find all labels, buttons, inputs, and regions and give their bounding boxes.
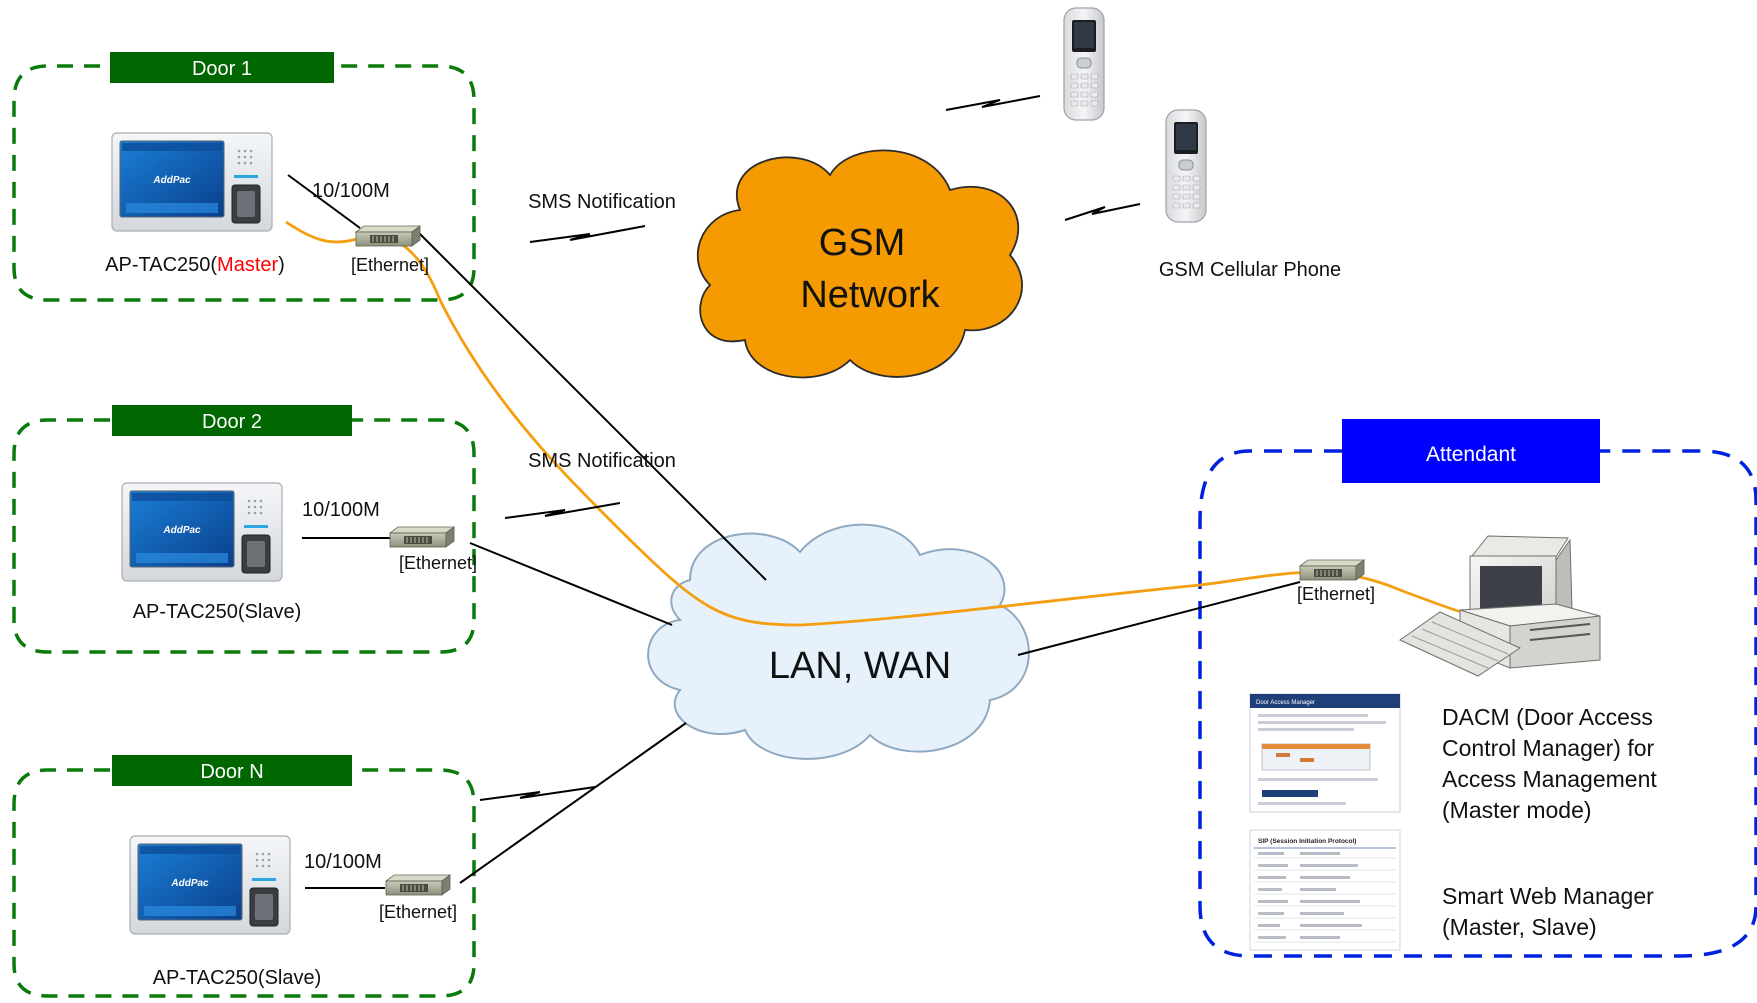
- wired-links: [287, 174, 1301, 889]
- door-2-label-box: [112, 405, 352, 436]
- door-2-ethernet-label: [Ethernet]: [399, 553, 477, 573]
- tac-device-door-2: AddPac: [121, 482, 283, 582]
- smart-web-manager-thumbnail: SIP (Session Initiation Protocol): [1249, 829, 1401, 951]
- door-1-boundary: [12, 64, 476, 302]
- dacm-screenshot-thumbnail: Door Access Manager: [1249, 693, 1401, 813]
- sms-notification-top: SMS Notification: [528, 191, 676, 213]
- door-n-ethernet-label: [Ethernet]: [379, 902, 457, 922]
- dacm-description: DACM (Door Access Control Manager) for A…: [1442, 704, 1663, 823]
- attendant-ethernet-label: [Ethernet]: [1297, 584, 1375, 604]
- attendant-boundary: [1198, 449, 1757, 958]
- device-brand: AddPac: [170, 878, 209, 889]
- attendant-label-box: [1342, 419, 1600, 483]
- swm-description: Smart Web Manager (Master, Slave): [1442, 883, 1660, 940]
- sms-notification-middle: SMS Notification: [528, 450, 676, 472]
- gsm-cloud-line2: Network: [800, 274, 940, 316]
- lan-wan-cloud: [647, 523, 1030, 760]
- door-n-device-label: AP-TAC250(Slave): [153, 967, 322, 989]
- attendant-pc: [1399, 535, 1601, 677]
- door-1-device-label: AP-TAC250(Master): [105, 254, 285, 276]
- gsm-network-cloud: [696, 149, 1023, 379]
- swm-screenshot-title: SIP (Session Initiation Protocol): [1258, 838, 1356, 845]
- cell-phone-2: [1165, 109, 1207, 223]
- device-brand: AddPac: [152, 175, 191, 186]
- ethernet-switch-door-2: [389, 526, 455, 548]
- door-n-speed: 10/100M: [304, 851, 382, 873]
- door-2-device-label: AP-TAC250(Slave): [133, 601, 302, 623]
- device-brand: AddPac: [162, 525, 201, 536]
- dacm-screenshot-title: Door Access Manager: [1256, 700, 1315, 706]
- attendant-label: Attendant: [1426, 443, 1516, 466]
- door-1-label-box: [110, 52, 334, 83]
- door-2-speed: 10/100M: [302, 499, 380, 521]
- gsm-cloud-line1: GSM: [819, 222, 906, 264]
- door-1-ethernet-label: [Ethernet]: [351, 255, 429, 275]
- wireless-signals: [479, 95, 1141, 801]
- tac-device-door-n: AddPac: [129, 835, 291, 935]
- gsm-phone-label: GSM Cellular Phone: [1159, 259, 1341, 281]
- lan-wan-label: LAN, WAN: [769, 645, 951, 687]
- ethernet-switch-door-1: [355, 225, 421, 247]
- ethernet-switch-attendant: [1299, 559, 1365, 581]
- door-2-label: Door 2: [202, 411, 262, 433]
- ethernet-switch-door-n: [385, 874, 451, 896]
- tac-device-door-1: AddPac: [111, 132, 273, 232]
- door-n-label-box: [112, 755, 352, 786]
- door-1-label: Door 1: [192, 58, 252, 80]
- cell-phone-1: [1063, 7, 1105, 121]
- door-1-speed: 10/100M: [312, 180, 390, 202]
- door-n-boundary: [12, 768, 476, 998]
- door-n-label: Door N: [200, 761, 263, 783]
